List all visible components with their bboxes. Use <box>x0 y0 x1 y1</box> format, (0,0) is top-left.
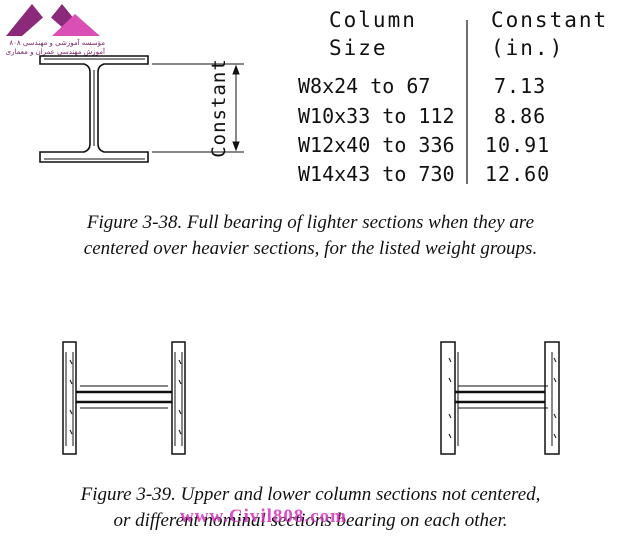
table-row-value: 12.60 <box>485 162 551 186</box>
column-section-right-icon <box>440 341 560 455</box>
table-header-size-line2: Size <box>329 36 388 60</box>
logo-mark-icon <box>6 4 100 36</box>
table-row-value: 8.86 <box>494 104 547 128</box>
logo: مؤسسه آموزشی و مهندسی ۸۰۸ آموزش مهندسی ع… <box>0 0 110 60</box>
dimension-lines <box>152 63 244 153</box>
dimension-label: Constant <box>208 58 230 158</box>
figure-3-39-caption-line1: Figure 3-39. Upper and lower column sect… <box>80 484 541 505</box>
figure-3-38-caption-line1: Figure 3-38. Full bearing of lighter sec… <box>86 212 535 233</box>
row-size: W10x33 to 112 <box>298 104 455 128</box>
row-size: W8x24 to 67 <box>298 74 431 98</box>
watermark-text: www.Civil808.com <box>180 506 347 527</box>
logo-line2: آموزش مهندسی عمران و معماری <box>5 48 105 56</box>
figure-3-38-caption-line2: centered over heavier sections, for the … <box>83 238 538 259</box>
logo-line1: مؤسسه آموزشی و مهندسی ۸۰۸ <box>9 39 105 47</box>
table-row-value: 7.13 <box>494 74 547 98</box>
row-size: W12x40 to 336 <box>298 133 455 157</box>
column-section-left-icon <box>62 341 186 455</box>
figure-3-39-caption-line2: or different nominal sections bearing on… <box>113 510 508 531</box>
table-header-size-line1: Column <box>329 8 417 32</box>
table-row: W8x24 to 67 <box>298 74 430 98</box>
i-beam-section-icon <box>39 55 149 163</box>
table-header-constant-line2: (in.) <box>491 36 565 60</box>
table-row: W10x33 to 112 <box>298 104 455 128</box>
table-header-constant-line1: Constant <box>491 8 609 32</box>
table-row: W12x40 to 336 <box>298 133 455 157</box>
table-row-value: 10.91 <box>485 133 551 157</box>
table-row: W14x43 to 730 <box>298 162 455 186</box>
row-size: W14x43 to 730 <box>298 162 455 186</box>
